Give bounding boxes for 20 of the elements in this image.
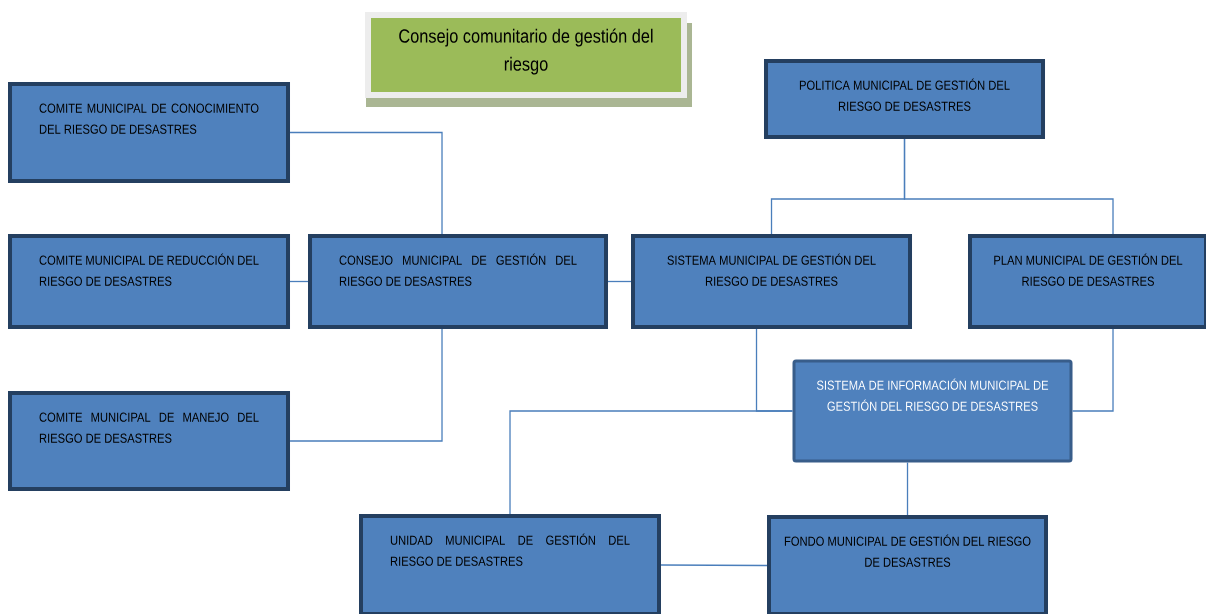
- connector-line: [906, 461, 909, 516]
- org-box: COMITE MUNICIPAL DE CONOCIMIENTO DEL RIESGO DE DESASTRES: [8, 82, 290, 183]
- org-box: CONSEJO MUNICIPAL DE GESTIÓN DEL RIESGO DE DESASTRES: [308, 234, 608, 329]
- connector-line: [903, 138, 1114, 235]
- org-box: UNIDAD MUNICIPAL DE GESTIÓN DEL RIESGO DE DESASTRES: [359, 514, 661, 614]
- connector-line: [289, 131, 443, 235]
- connector-line: [289, 328, 443, 442]
- connector-line: [660, 564, 768, 567]
- info-box: SISTEMA DE INFORMACIÓN MUNICIPAL DE GESTIÓN DEL RIESGO DE DESASTRES: [792, 359, 1073, 463]
- connector-line: [509, 410, 794, 515]
- connector-line: [607, 280, 632, 283]
- org-box: COMITE MUNICIPAL DE REDUCCIÓN DEL RIESGO DE DESASTRES: [8, 234, 290, 329]
- title-box: Consejo comunitario de gestión del riesgo: [365, 12, 692, 107]
- connector-line: [1071, 328, 1114, 412]
- org-box: COMITE MUNICIPAL DE MANEJO DEL RIESGO DE DESASTRES: [8, 391, 290, 491]
- org-box: PLAN MUNICIPAL DE GESTIÓN DEL RIESGO DE DESASTRES: [968, 234, 1206, 329]
- org-box: POLITICA MUNICIPAL DE GESTIÓN DEL RIESGO DE DESASTRES: [764, 59, 1045, 139]
- org-box: FONDO MUNICIPAL DE GESTIÓN DEL RIESGO DE DESASTRES: [767, 515, 1048, 614]
- connector-line: [289, 280, 309, 283]
- org-box: SISTEMA MUNICIPAL DE GESTIÓN DEL RIESGO DE DESASTRES: [631, 234, 912, 329]
